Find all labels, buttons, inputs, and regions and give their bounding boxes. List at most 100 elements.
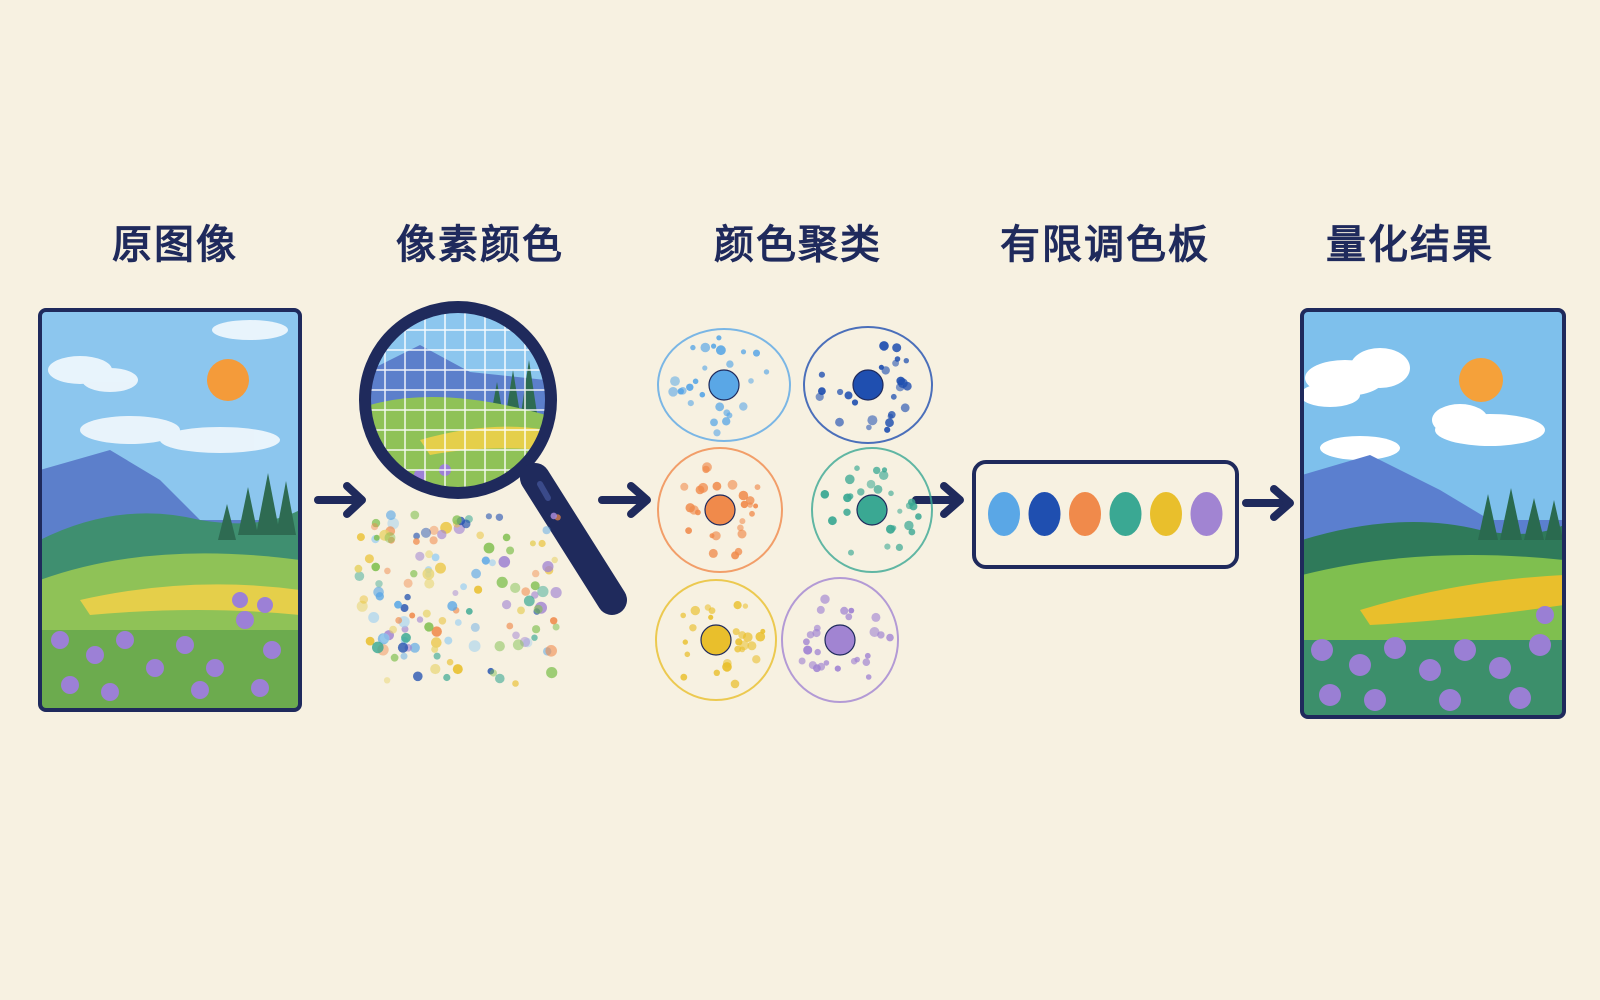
pixel-dot (506, 622, 514, 630)
cluster-point (885, 418, 894, 428)
cluster-point (687, 400, 694, 407)
pixel-dot (365, 636, 375, 646)
cluster-point (812, 628, 821, 638)
pixel-dot (546, 667, 558, 679)
cluster-point (881, 467, 888, 473)
pixel-dot (416, 616, 424, 623)
cluster-point (739, 402, 748, 411)
cluster-group (655, 326, 933, 703)
cluster-point (890, 525, 897, 531)
cluster-point (749, 510, 755, 517)
cluster-point (695, 509, 701, 516)
pixel-dot (375, 580, 383, 588)
cluster-point (704, 604, 712, 611)
cluster-point (900, 403, 910, 413)
cluster-point (740, 500, 749, 509)
palette-swatch (1190, 492, 1223, 536)
cluster-point (692, 378, 699, 385)
cluster-point (845, 613, 853, 621)
pixel-dot (424, 622, 434, 632)
pixel-dot (413, 538, 420, 545)
pixel-dot (384, 567, 391, 575)
pixel-dot (429, 525, 439, 536)
cluster-point (864, 652, 871, 659)
cluster-centroid (856, 494, 888, 526)
pixel-dot (409, 642, 420, 653)
cluster-point (710, 418, 718, 427)
cluster-point (884, 426, 891, 433)
pixel-dot (510, 582, 521, 594)
cluster-point (702, 365, 708, 371)
arrow-icon (314, 482, 366, 518)
cluster-point (887, 413, 894, 420)
pixel-dot (403, 578, 413, 588)
pixel-dot (531, 591, 539, 599)
pixel-dot (364, 554, 374, 564)
step-title-clusters: 颜色聚类 (714, 222, 882, 268)
pixel-dot (410, 510, 420, 520)
pixel-dot (461, 519, 471, 529)
cluster-point (808, 661, 817, 670)
pixel-dot (495, 513, 504, 521)
cluster-point (803, 638, 810, 646)
pixel-dot (394, 600, 402, 609)
cluster-point (850, 657, 858, 665)
pixel-dot (424, 578, 435, 589)
cluster-point (905, 502, 913, 510)
pixel-dot (502, 600, 512, 610)
pixel-dot (437, 529, 447, 540)
pixel-dot (397, 642, 409, 653)
color-cluster (657, 447, 783, 573)
pixel-dot (483, 542, 495, 554)
cluster-point (867, 415, 878, 426)
cluster-point (908, 528, 916, 536)
pixel-dot (425, 550, 433, 559)
cluster-point (879, 470, 889, 480)
cluster-point (716, 345, 726, 356)
cluster-point (738, 490, 749, 501)
pixel-dot (422, 568, 435, 580)
cluster-point (818, 371, 826, 378)
cluster-point (888, 490, 894, 497)
cluster-point (892, 359, 899, 367)
pixel-dot (519, 636, 531, 648)
color-cluster (803, 326, 933, 444)
pixel-dot (371, 518, 381, 528)
cluster-point (711, 343, 717, 349)
cluster-centroid (824, 624, 856, 656)
pixel-dot (471, 568, 481, 579)
cluster-point (848, 549, 854, 556)
forest-icon (218, 473, 296, 540)
pixel-dot (409, 612, 416, 619)
pixel-dot (431, 637, 442, 648)
pixel-dot (413, 532, 420, 540)
pixel-dot (512, 680, 519, 687)
pixel-dot (552, 623, 560, 631)
cluster-point (733, 601, 742, 610)
cluster-point (727, 479, 738, 490)
pixel-dot (481, 556, 490, 565)
pixel-dot (400, 652, 408, 660)
cluster-point (828, 516, 837, 526)
cluster-centroid (704, 494, 736, 526)
palette-box (972, 460, 1239, 569)
cluster-point (735, 638, 743, 646)
pixel-dot (354, 571, 365, 581)
cluster-point (806, 631, 815, 639)
pixel-dot (368, 612, 380, 623)
cluster-point (668, 387, 678, 397)
cluster-point (726, 360, 734, 368)
cluster-point (803, 645, 813, 655)
pixel-dot (470, 622, 480, 632)
pixel-dot (532, 625, 541, 634)
cluster-point (904, 520, 914, 531)
original-image (38, 308, 302, 712)
cluster-point (739, 518, 746, 525)
palette-swatch (1150, 492, 1182, 536)
cluster-point (820, 490, 830, 499)
cluster-point (823, 660, 830, 666)
cluster-point (753, 349, 760, 357)
pixel-dot (431, 626, 442, 637)
